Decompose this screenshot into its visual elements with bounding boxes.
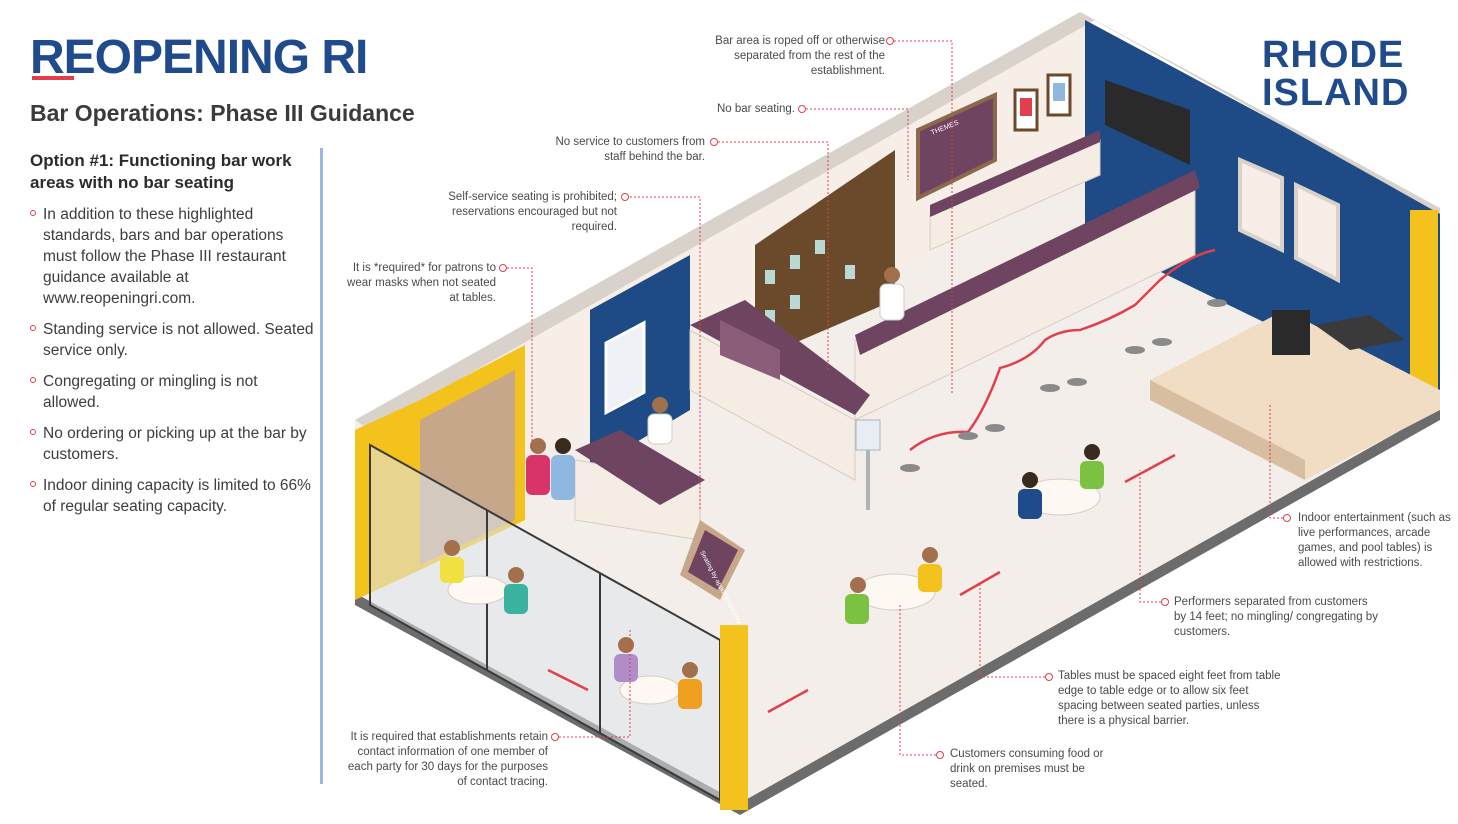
list-item: No ordering or picking up at the bar by … bbox=[30, 423, 315, 465]
callout-dot-icon bbox=[798, 105, 806, 113]
rhode-island-logo: RHODE ISLAND bbox=[1262, 36, 1409, 112]
back-wall-top bbox=[355, 12, 1095, 430]
guidance-list: In addition to these highlighted standar… bbox=[30, 204, 315, 527]
title-underline bbox=[32, 76, 74, 80]
callout-dot-icon bbox=[499, 264, 507, 272]
callout-dot-icon bbox=[1283, 514, 1291, 522]
people bbox=[440, 267, 1104, 709]
callout-dot-icon bbox=[1161, 598, 1169, 606]
callout-tables: Tables must be spaced eight feet from ta… bbox=[1058, 670, 1281, 727]
bullet-icon bbox=[30, 481, 36, 487]
callout-self-service: Self-service seating is prohibited; rese… bbox=[448, 191, 617, 233]
window bbox=[604, 320, 646, 416]
callout-dot-icon bbox=[1045, 673, 1053, 681]
stanchion-rope bbox=[909, 248, 1216, 451]
bullet-icon bbox=[30, 210, 36, 216]
corner-pillar bbox=[720, 625, 748, 810]
bullet-icon bbox=[30, 429, 36, 435]
callout-dot-icon bbox=[936, 751, 944, 759]
option-heading: Option #1: Functioning bar work areas wi… bbox=[30, 151, 292, 192]
list-item: Congregating or mingling is not allowed. bbox=[30, 371, 315, 413]
page-title: REOPENING RI bbox=[30, 31, 368, 84]
callout-dot-icon bbox=[886, 37, 894, 45]
logo-line-1: RHODE bbox=[1262, 34, 1405, 76]
callout-dot-icon bbox=[621, 193, 629, 201]
back-wall bbox=[355, 12, 1085, 540]
callout-seated: Customers consuming food or drink on pre… bbox=[950, 748, 1104, 790]
callout-dot-icon bbox=[710, 138, 718, 146]
callout-dot-icon bbox=[551, 733, 559, 741]
stage bbox=[1150, 310, 1440, 480]
callout-entertainment: Indoor entertainment (such as live perfo… bbox=[1298, 512, 1451, 569]
tv bbox=[1105, 80, 1190, 165]
right-wall-top bbox=[1080, 12, 1440, 214]
callout-roped-off: Bar area is roped off or otherwise separ… bbox=[715, 35, 885, 77]
callout-lines bbox=[503, 40, 1287, 756]
corner-pillar-right bbox=[1410, 210, 1438, 410]
callout-performers: Performers separated from customers by 1… bbox=[1174, 596, 1378, 638]
callout-contact-info: It is required that establishments retai… bbox=[347, 731, 548, 788]
list-item: Indoor dining capacity is limited to 66%… bbox=[30, 475, 315, 517]
sidebar-divider bbox=[320, 148, 323, 784]
callout-masks: It is *required* for patrons to wear mas… bbox=[347, 262, 496, 304]
bullet-icon bbox=[30, 377, 36, 383]
list-item: In addition to these highlighted standar… bbox=[30, 204, 315, 309]
callout-no-bar-seating: No bar seating. bbox=[717, 103, 795, 115]
bullet-icon bbox=[30, 325, 36, 331]
list-item: Standing service is not allowed. Seated … bbox=[30, 319, 315, 361]
logo-line-2: ISLAND bbox=[1262, 72, 1410, 114]
menu-board bbox=[916, 91, 997, 202]
page-subtitle: Bar Operations: Phase III Guidance bbox=[30, 100, 415, 126]
keyboard bbox=[1315, 315, 1405, 350]
callout-no-service: No service to customers from staff behin… bbox=[555, 136, 705, 163]
amplifier bbox=[1272, 310, 1310, 355]
